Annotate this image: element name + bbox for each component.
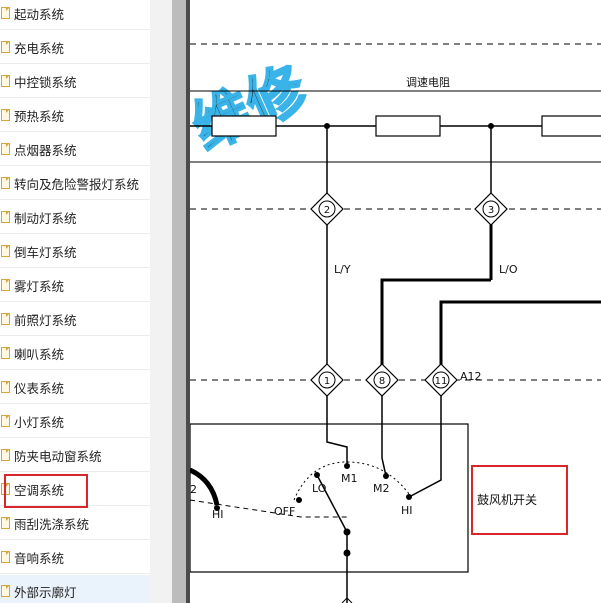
switch-hi-label: HI (401, 504, 413, 517)
sidebar-item-label: 雾灯系统 (14, 278, 65, 294)
pin-2-label: 2 (324, 205, 330, 216)
switch-m2-label: M2 (373, 482, 390, 495)
document-icon (1, 347, 10, 359)
sidebar-item[interactable]: 雨刮洗涤系统 (0, 507, 150, 540)
resistor-1 (211, 115, 277, 137)
document-icon (1, 109, 10, 121)
document-icon (1, 211, 10, 223)
watermark-text: 维修 (190, 53, 317, 163)
document-icon (1, 551, 10, 563)
connector-id: A12 (460, 370, 482, 383)
document-icon (1, 279, 10, 291)
document-icon (1, 143, 10, 155)
sidebar-item-label: 制动灯系统 (14, 210, 77, 226)
document-icon (1, 313, 10, 325)
sidebar-item-label: 喇叭系统 (14, 346, 65, 362)
sidebar-item-label: 倒车灯系统 (14, 244, 77, 260)
sidebar-item[interactable]: 倒车灯系统 (0, 235, 150, 268)
sidebar-item-label: 雨刮洗涤系统 (14, 516, 90, 532)
wire-lo-label: L/O (499, 263, 518, 276)
sidebar-item[interactable]: 小灯系统 (0, 405, 150, 438)
pin-11-label: 11 (435, 376, 448, 387)
pin-1-label: 1 (324, 376, 330, 387)
scrollbar[interactable] (172, 0, 186, 603)
sidebar-item[interactable]: 喇叭系统 (0, 337, 150, 370)
document-icon (1, 517, 10, 529)
sidebar-item[interactable]: 转向及危险警报灯系统 (0, 167, 150, 200)
sidebar-item-label: 中控锁系统 (14, 74, 77, 90)
sidebar-item[interactable]: 仪表系统 (0, 371, 150, 404)
sidebar-item-label: 转向及危险警报灯系统 (14, 176, 140, 192)
sidebar-item[interactable]: 雾灯系统 (0, 269, 150, 302)
document-icon (1, 7, 10, 19)
document-icon (1, 449, 10, 461)
wire-ly-label: L/Y (334, 263, 351, 276)
sidebar-item[interactable]: 起动系统 (0, 0, 150, 30)
switch-lo-label: LO (312, 482, 327, 495)
document-icon (1, 415, 10, 427)
document-icon (1, 585, 10, 597)
sidebar-item-label: 音响系统 (14, 550, 65, 566)
panel-gutter (150, 0, 172, 603)
sidebar-item[interactable]: 前照灯系统 (0, 303, 150, 336)
sidebar-item[interactable]: 外部示廓灯 (0, 575, 150, 603)
sidebar-item[interactable]: 制动灯系统 (0, 201, 150, 234)
document-icon (1, 245, 10, 257)
sidebar-item[interactable]: 点烟器系统 (0, 133, 150, 166)
sidebar-item-label: 预热系统 (14, 108, 65, 124)
resistor-3 (541, 115, 601, 137)
wiring-diagram-view: 维修 调速电阻 2 3 L/Y L/O (190, 0, 601, 603)
document-icon (1, 177, 10, 189)
resistor-2 (375, 115, 441, 137)
document-icon (1, 483, 10, 495)
pin-8-label: 8 (379, 376, 385, 387)
sidebar-item[interactable]: 音响系统 (0, 541, 150, 574)
sidebar-item-label: 小灯系统 (14, 414, 65, 430)
document-icon (1, 381, 10, 393)
sidebar-item-label: 空调系统 (14, 482, 65, 498)
sidebar-item-label: 起动系统 (14, 6, 65, 22)
document-icon (1, 75, 10, 87)
system-tree: 起动系统充电系统中控锁系统预热系统点烟器系统转向及危险警报灯系统制动灯系统倒车灯… (0, 0, 150, 603)
sidebar-item-label: 充电系统 (14, 40, 65, 56)
sidebar-item-label: 前照灯系统 (14, 312, 77, 328)
left-hi-label: HI (212, 508, 224, 521)
switch-off-label: OFF (274, 505, 295, 518)
left-component-number: 2 (190, 483, 197, 496)
sidebar-item-label: 点烟器系统 (14, 142, 77, 158)
sidebar-item-label: 防夹电动窗系统 (14, 448, 102, 464)
sidebar-item-label: 仪表系统 (14, 380, 65, 396)
wiring-diagram: 维修 调速电阻 2 3 L/Y L/O (190, 43, 601, 603)
sidebar-item[interactable]: 中控锁系统 (0, 65, 150, 98)
resistor-label: 调速电阻 (406, 76, 450, 89)
sidebar-item[interactable]: 充电系统 (0, 31, 150, 64)
sidebar-item-label: 外部示廓灯 (14, 584, 77, 600)
switch-m1-label: M1 (341, 472, 358, 485)
splitter[interactable] (186, 0, 190, 603)
sidebar-item[interactable]: 预热系统 (0, 99, 150, 132)
document-icon (1, 41, 10, 53)
pin-3-label: 3 (488, 205, 494, 216)
blower-switch-label: 鼓风机开关 (477, 493, 537, 507)
sidebar-item[interactable]: 防夹电动窗系统 (0, 439, 150, 472)
sidebar-item[interactable]: 空调系统 (0, 473, 150, 506)
